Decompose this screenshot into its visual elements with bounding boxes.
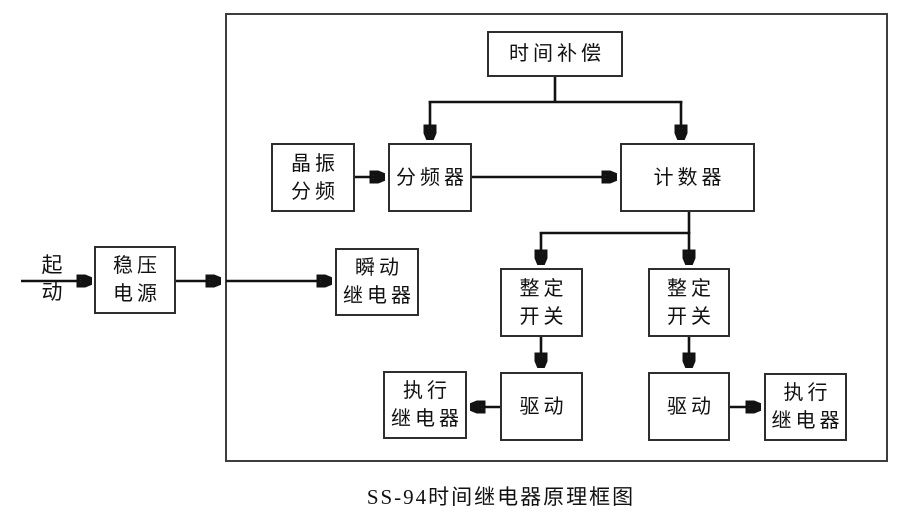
node-label-line1: 执行	[403, 380, 451, 402]
start-label-line2: 动	[41, 280, 63, 304]
diagram-caption: SS-94时间继电器原理框图	[366, 485, 636, 509]
node-label-line2: 电源	[113, 283, 161, 305]
node-label-line1: 整定	[667, 277, 715, 300]
node-label-line2: 分频	[291, 180, 339, 203]
node-label-line1: 整定	[519, 277, 568, 300]
start-label-line1: 起	[41, 253, 63, 277]
node-time-compensation: 时间补偿	[487, 31, 623, 77]
node-label-line2: 开关	[667, 305, 715, 328]
start-input-label: 起 动	[29, 252, 75, 306]
node-label: 计数器	[653, 166, 726, 189]
node-counter: 计数器	[620, 143, 755, 212]
node-label: 驱动	[519, 395, 568, 418]
node-label-line2: 开关	[519, 305, 568, 328]
node-drive-left: 驱动	[500, 372, 583, 441]
node-label-line2: 继电器	[391, 408, 463, 430]
node-label-line1: 稳压	[113, 255, 161, 277]
node-label-line1: 瞬动	[355, 257, 403, 279]
node-label-line2: 继电器	[343, 285, 415, 307]
node-setting-switch-right: 整定 开关	[648, 268, 730, 337]
node-frequency-divider: 分频器	[388, 143, 472, 212]
node-crystal-oscillator-divider: 晶振 分频	[271, 143, 355, 212]
node-label-line2: 继电器	[771, 410, 844, 432]
node-label: 时间补偿	[509, 43, 605, 65]
node-label: 分频器	[396, 166, 468, 189]
node-drive-right: 驱动	[648, 372, 730, 441]
node-exec-relay-left: 执行 继电器	[383, 371, 467, 439]
node-label: 驱动	[667, 395, 715, 418]
node-label-line1: 晶振	[291, 152, 339, 175]
node-power-supply: 稳压 电源	[94, 246, 176, 314]
node-label-line1: 执行	[783, 382, 832, 404]
node-setting-switch-left: 整定 开关	[500, 268, 583, 337]
node-instant-relay: 瞬动 继电器	[335, 248, 419, 316]
diagram-frame	[225, 13, 888, 462]
node-exec-relay-right: 执行 继电器	[764, 373, 847, 441]
